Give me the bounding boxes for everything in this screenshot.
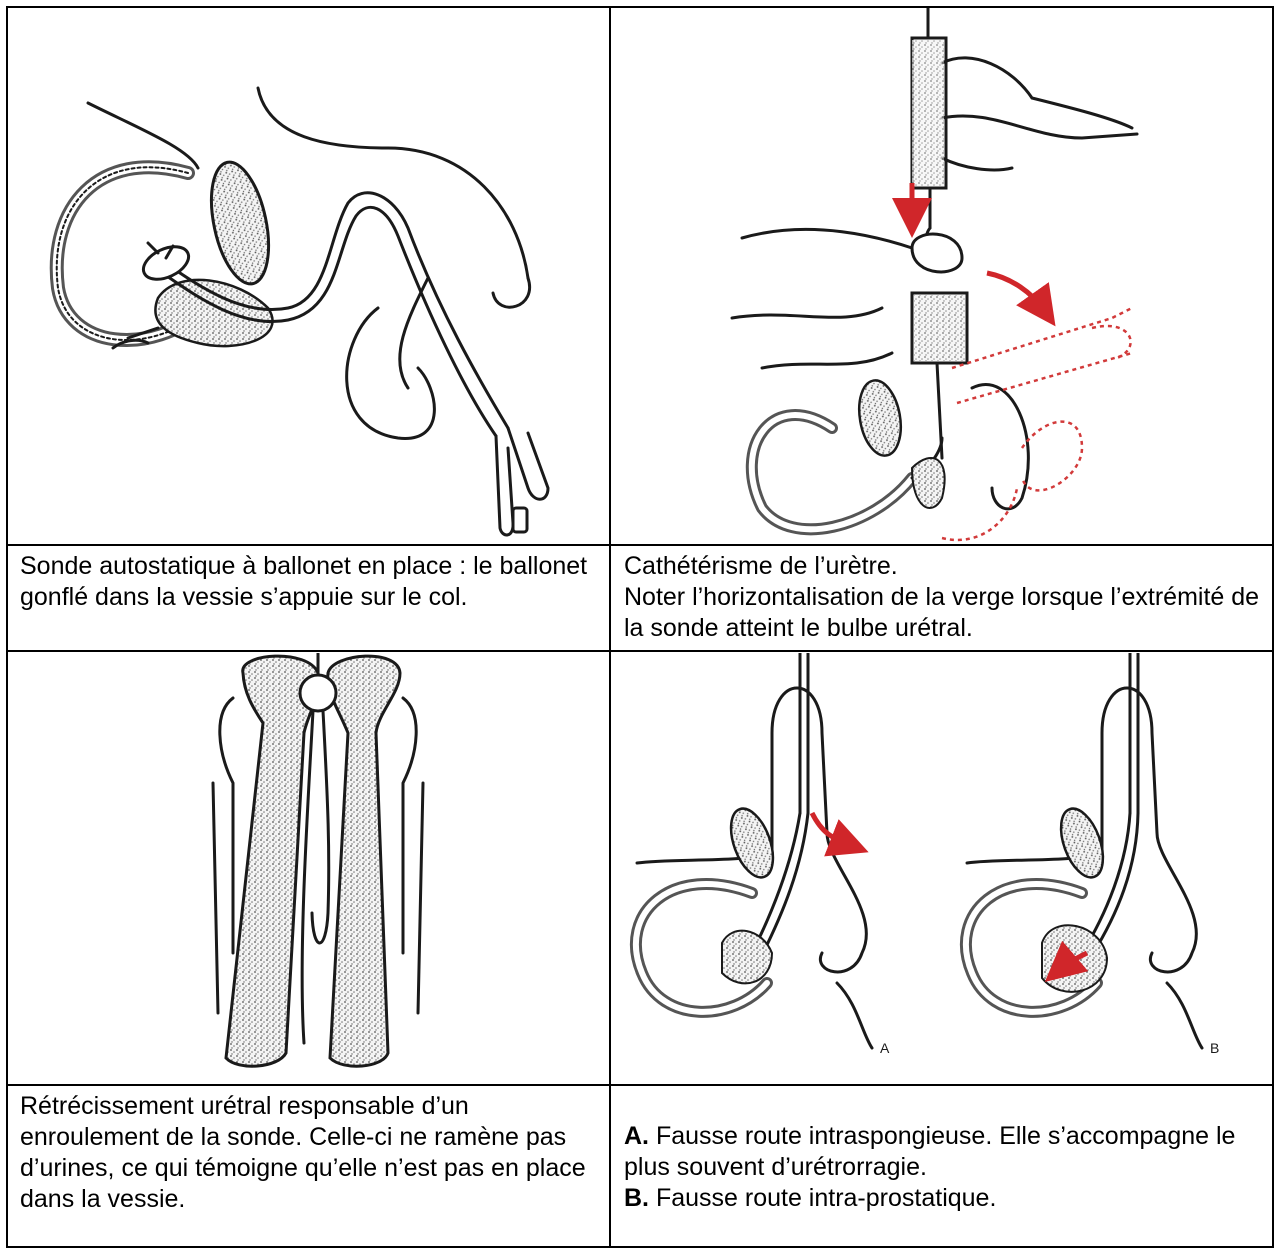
panel-a-label: A (880, 1040, 890, 1056)
figure-urethral-catheterization (612, 8, 1274, 543)
caption-balloon-catheter: Sonde autostatique à ballonet en place :… (8, 547, 608, 649)
panel-b-label: B (1210, 1040, 1219, 1056)
marker-b: B. (624, 1184, 649, 1212)
caption-urethral-stricture: Rétrécissement urétral responsable d’un … (8, 1087, 608, 1248)
figure-table: Sonde autostatique à ballonet en place :… (6, 6, 1274, 1248)
table-border-middle (609, 6, 611, 1248)
table-row-divider-3 (6, 1084, 1274, 1086)
marker-a: A. (624, 1122, 649, 1150)
figure-urethral-stricture (8, 653, 608, 1083)
table-border-top (6, 6, 1274, 8)
figure-false-routes: A B (612, 653, 1274, 1083)
caption-a-text: Fausse route intraspongieuse. Elle s’acc… (624, 1122, 1235, 1181)
figure-balloon-catheter (8, 8, 608, 543)
caption-text: Sonde autostatique à ballonet en place :… (20, 551, 598, 613)
caption-b-text: Fausse route intra-prostatique. (649, 1184, 996, 1212)
table-row-divider-1 (6, 544, 1274, 546)
caption-text: Rétrécissement urétral responsable d’un … (20, 1091, 598, 1215)
caption-urethral-catheterization: Cathétérisme de l’urètre. Noter l’horizo… (612, 547, 1274, 649)
table-border-left (6, 6, 8, 1248)
caption-item-b: B. Fausse route intra-prostatique. (624, 1183, 1264, 1214)
caption-line-2: Noter l’horizontalisation de la verge lo… (624, 582, 1264, 644)
caption-false-routes: A. Fausse route intraspongieuse. Elle s’… (612, 1087, 1274, 1248)
table-border-right (1272, 6, 1274, 1248)
caption-item-a: A. Fausse route intraspongieuse. Elle s’… (624, 1121, 1264, 1183)
table-border-bottom (6, 1246, 1274, 1248)
caption-line-1: Cathétérisme de l’urètre. (624, 551, 1264, 582)
table-row-divider-2 (6, 650, 1274, 652)
